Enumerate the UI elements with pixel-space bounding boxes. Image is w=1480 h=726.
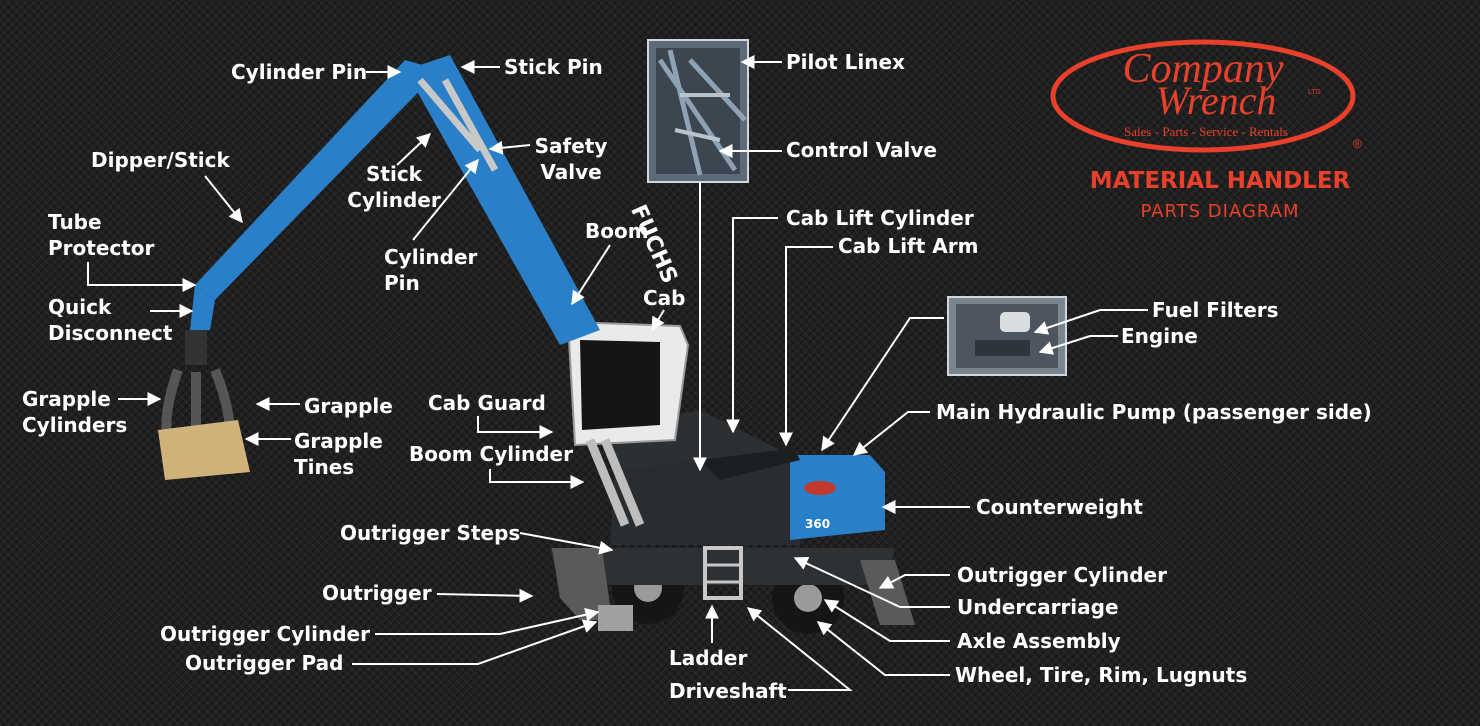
label-ladder: Ladder bbox=[669, 646, 748, 670]
label-engine: Engine bbox=[1121, 324, 1198, 348]
company-wrench-logo: Company Wrench LTD Sales - Parts - Servi… bbox=[1050, 39, 1362, 153]
brand-text: FUCHS bbox=[625, 201, 682, 287]
arrow-cab-guard bbox=[477, 416, 554, 439]
label-cab-lift-arm: Cab Lift Arm bbox=[838, 234, 979, 258]
label-undercarriage: Undercarriage bbox=[957, 595, 1119, 619]
label-cylinder-pin-mid: Cylinder Pin bbox=[384, 245, 478, 295]
stick-shape bbox=[195, 60, 440, 300]
label-grapple-tines: Grapple Tines bbox=[294, 429, 383, 479]
arrow-outrigger-pad bbox=[352, 619, 598, 665]
arrow-wheel-tire bbox=[816, 621, 950, 676]
arrow-stick-cylinder bbox=[396, 133, 432, 166]
valve-inset-photo bbox=[647, 39, 749, 183]
label-boom-cylinder: Boom Cylinder bbox=[409, 442, 573, 466]
arrow-driveshaft bbox=[746, 607, 853, 691]
label-driveshaft: Driveshaft bbox=[669, 679, 787, 703]
model-text: 360 bbox=[805, 517, 830, 531]
label-outrigger-cylinder-right: Outrigger Cylinder bbox=[957, 563, 1167, 587]
logo-company: Company bbox=[1123, 46, 1284, 92]
label-dipper-stick: Dipper/Stick bbox=[91, 148, 230, 172]
arrow-boom bbox=[571, 244, 611, 306]
label-tube-protector: Tube Protector bbox=[48, 210, 155, 260]
label-grapple-cylinders: Grapple Cylinders bbox=[22, 387, 128, 437]
arrow-axle-assembly bbox=[823, 599, 950, 642]
line-inset-to-engine bbox=[821, 317, 944, 452]
heading-title: MATERIAL HANDLER bbox=[1089, 168, 1351, 194]
arrow-outrigger-cylinder-right bbox=[878, 574, 950, 589]
label-outrigger-pad: Outrigger Pad bbox=[185, 651, 344, 675]
logo-tagline: Sales - Parts - Service - Rentals bbox=[1124, 124, 1288, 139]
label-axle-assembly: Axle Assembly bbox=[957, 629, 1121, 653]
arrow-cab bbox=[651, 309, 665, 332]
arrow-tube-protector bbox=[87, 262, 197, 292]
arrow-boom-cylinder bbox=[489, 469, 585, 489]
label-control-valve: Control Valve bbox=[786, 138, 937, 162]
boom-shape bbox=[405, 55, 600, 345]
arrow-cylinder-pin-mid bbox=[412, 158, 479, 241]
arrow-cab-lift-arm bbox=[779, 246, 833, 447]
label-safety-valve: Safety Valve bbox=[534, 134, 608, 184]
arrow-engine bbox=[1038, 335, 1118, 355]
label-outrigger-cylinder-left: Outrigger Cylinder bbox=[160, 622, 370, 646]
logo-ring bbox=[1050, 39, 1356, 153]
logo-suffix: LTD bbox=[1308, 89, 1321, 96]
label-counterweight: Counterweight bbox=[976, 495, 1143, 519]
engine-inset-photo bbox=[947, 296, 1067, 376]
arrow-outrigger-cylinder-left bbox=[375, 607, 600, 635]
logo-registered: ® bbox=[1353, 137, 1362, 151]
label-wheel-tire: Wheel, Tire, Rim, Lugnuts bbox=[955, 663, 1248, 687]
logo-wrench: Wrench bbox=[1156, 78, 1277, 123]
counterweight-shape bbox=[790, 455, 885, 540]
arrow-cab-lift-cylinder bbox=[726, 217, 778, 434]
arrow-outrigger bbox=[436, 588, 534, 603]
heading-subtitle: PARTS DIAGRAM bbox=[1140, 201, 1300, 222]
label-boom: Boom bbox=[585, 219, 649, 243]
label-cylinder-pin-top: Cylinder Pin bbox=[231, 60, 368, 84]
label-outrigger: Outrigger bbox=[322, 581, 432, 605]
label-quick-disconnect: Quick Disconnect bbox=[48, 295, 173, 345]
label-fuel-filters: Fuel Filters bbox=[1152, 298, 1279, 322]
arrow-outrigger-steps bbox=[519, 532, 614, 555]
label-stick-pin: Stick Pin bbox=[504, 55, 603, 79]
arrow-main-hydraulic-pump bbox=[852, 411, 930, 456]
label-grapple: Grapple bbox=[304, 394, 393, 418]
label-stick-cylinder: Stick Cylinder bbox=[347, 162, 441, 212]
arrow-fuel-filters bbox=[1033, 309, 1148, 335]
label-main-hydraulic-pump: Main Hydraulic Pump (passenger side) bbox=[936, 400, 1372, 424]
label-cab-lift-cylinder: Cab Lift Cylinder bbox=[786, 206, 974, 230]
arrow-undercarriage bbox=[793, 556, 950, 608]
arrow-safety-valve bbox=[488, 140, 531, 155]
label-outrigger-steps: Outrigger Steps bbox=[340, 521, 521, 545]
arrow-dipper-stick bbox=[204, 175, 243, 224]
label-cab-guard: Cab Guard bbox=[428, 391, 546, 415]
leader-lines bbox=[87, 55, 1148, 691]
label-cab: Cab bbox=[643, 286, 686, 310]
label-pilot-linex: Pilot Linex bbox=[786, 50, 905, 74]
